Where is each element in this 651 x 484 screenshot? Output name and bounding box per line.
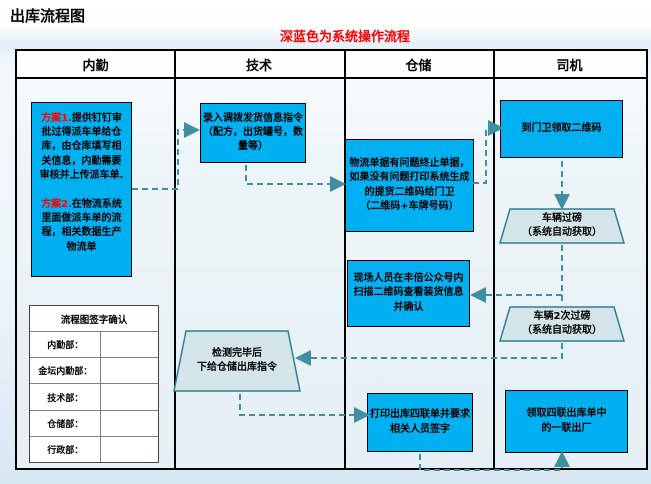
lane-separator bbox=[174, 51, 176, 468]
signature-field bbox=[101, 358, 158, 383]
flow-node-logistics-check: 物流单据有问题终止单据，如果没有问题打印系统生成的提货二维码给门卫 （二维码+车… bbox=[345, 139, 474, 232]
flow-node-second-weigh: 车辆2次过磅 （系统自动获取） bbox=[499, 306, 625, 342]
flow-node-outbound-order: 检测完毕后 下给仓储出库指令 bbox=[173, 330, 301, 392]
signature-row: 技术部： bbox=[30, 384, 158, 411]
plan-scheme1: 方案1.提供钉钉审批过得派车单给仓库，由仓库填写相关信息，内勤需要审核并上传派车… bbox=[38, 112, 125, 183]
plan-scheme1-text: 提供钉钉审批过得派车单给仓库，由仓库填写相关信息，内勤需要审核并上传派车单. bbox=[39, 113, 124, 181]
signature-row: 行政部： bbox=[30, 436, 158, 463]
plan-scheme2-label: 方案2. bbox=[41, 198, 72, 210]
page-title: 出库流程图 bbox=[10, 7, 86, 25]
plan-scheme1-label: 方案1. bbox=[41, 113, 72, 124]
signature-table: 流程图签字确认 内勤部： 金坛内勤部： 技术部： 仓储部： 行政部： bbox=[29, 305, 159, 463]
lane-separator bbox=[344, 51, 346, 468]
lane-header-cangchu: 仓储 bbox=[405, 58, 432, 74]
lane-header-siji: 司机 bbox=[556, 58, 583, 74]
signature-field bbox=[101, 437, 158, 462]
signature-table-title: 流程图签字确认 bbox=[30, 306, 158, 332]
signature-field bbox=[101, 384, 158, 409]
trapezoid-shape bbox=[499, 306, 625, 342]
lane-separator bbox=[493, 51, 495, 468]
lane-header-row: 内勤 技术 仓储 司机 bbox=[17, 51, 646, 79]
flow-node-scan-confirm: 现场人员在丰倍公众号内扫描二维码查看装货信息并确认 bbox=[347, 260, 470, 327]
flow-node-get-qrcode: 到门卫领取二维码 bbox=[500, 100, 623, 158]
flow-node-enter-info: 录入调拨发货信息指令 （配方，出货罐号，数量等） bbox=[200, 103, 306, 163]
signature-row: 仓储部： bbox=[30, 410, 158, 437]
flow-node-print-sign: 打印出库四联单并要求相关人员签字 bbox=[367, 393, 473, 452]
signature-field bbox=[101, 411, 158, 436]
lane-header-neiqin: 内勤 bbox=[82, 58, 109, 74]
flow-node-take-copy: 领取四联出库单中 的一联出厂 bbox=[505, 390, 628, 453]
plan-scheme2-text: 在物流系统里面做派车单的流程，相关数据生产物流单 bbox=[41, 198, 122, 253]
flow-node-plan: 方案1.提供钉钉审批过得派车单给仓库，由仓库填写相关信息，内勤需要审核并上传派车… bbox=[31, 102, 132, 277]
trapezoid-shape bbox=[499, 208, 625, 244]
page-subtitle: 深蓝色为系统操作流程 bbox=[279, 30, 411, 45]
plan-scheme2: 方案2.在物流系统里面做派车单的流程，相关数据生产物流单 bbox=[38, 198, 125, 255]
lane-header-jishu: 技术 bbox=[245, 58, 272, 74]
signature-field bbox=[101, 332, 158, 357]
trapezoid-shape bbox=[173, 330, 301, 392]
flow-node-first-weigh: 车辆过磅 （系统自动获取） bbox=[499, 208, 625, 244]
signature-row: 金坛内勤部： bbox=[30, 358, 158, 385]
signature-row: 内勤部： bbox=[30, 332, 158, 359]
